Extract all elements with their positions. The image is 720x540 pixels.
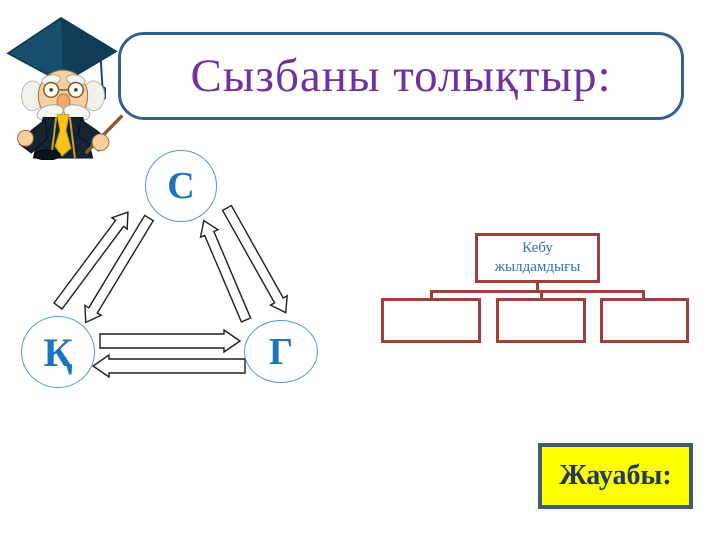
answer-button-label: Жауабы: <box>559 460 672 491</box>
node-circle-s: С <box>145 150 217 222</box>
node-circle-g: Г <box>244 320 318 383</box>
flowchart-connector-drop-3 <box>642 290 645 300</box>
flowchart-connector-stem <box>536 283 539 292</box>
node-circle-k: Қ <box>21 316 95 388</box>
node-label-g: Г <box>268 330 294 373</box>
title-box: Сызбаны толықтыр: <box>118 32 684 120</box>
flowchart-empty-box-3 <box>600 298 689 343</box>
flowchart-empty-box-1 <box>381 298 481 343</box>
arrow-s-to-k <box>84 214 155 324</box>
flowchart-root-label: Кебу жылдамдығы <box>494 239 581 276</box>
arrow-g-to-s <box>199 219 252 323</box>
arrow-s-to-g <box>221 204 288 314</box>
answer-button[interactable]: Жауабы: <box>538 443 693 509</box>
arrow-k-to-s <box>53 211 129 310</box>
flowchart-empty-box-2 <box>496 298 586 343</box>
page-title: Сызбаны толықтыр: <box>190 50 612 102</box>
node-label-s: С <box>167 165 195 207</box>
flowchart-connector-drop-1 <box>430 290 433 300</box>
professor-mascot-image <box>6 16 123 160</box>
flowchart-root-box: Кебу жылдамдығы <box>475 233 600 283</box>
flowchart-connector-drop-2 <box>540 290 543 300</box>
arrow-k-to-g <box>99 328 242 354</box>
tie <box>54 114 72 157</box>
arrow-g-to-k <box>91 353 246 379</box>
node-label-k: Қ <box>43 329 73 375</box>
flowchart-connector-bar <box>430 290 645 293</box>
